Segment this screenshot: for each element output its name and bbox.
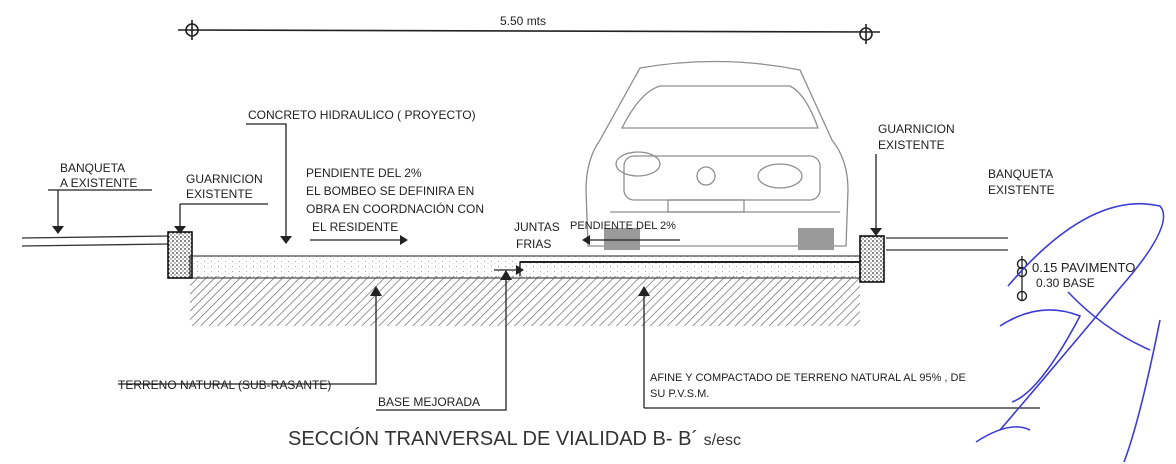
section-title: SECCIÓN TRANVERSAL DE VIALIDAD B- B´ s/e… bbox=[288, 428, 741, 451]
scale-note: s/esc bbox=[703, 432, 742, 449]
pendiente-right-label: PENDIENTE DEL 2% bbox=[570, 220, 676, 232]
pavimento-label: 0.15 PAVIMENTO bbox=[1032, 260, 1136, 275]
pendiente-left-line3: OBRA EN COORDNACIÓN CON bbox=[306, 202, 485, 216]
pendiente-left-line4: EL RESIDENTE bbox=[312, 220, 399, 234]
banqueta-left-label: BANQUETA bbox=[60, 161, 126, 175]
arrow-heads bbox=[52, 226, 882, 296]
guarnicion-right-label-2: EXISTENTE bbox=[878, 138, 945, 152]
guarnicion-left-label-2: EXISTENTE bbox=[186, 187, 253, 201]
car-sketch bbox=[585, 60, 849, 250]
banqueta-right-label: BANQUETA bbox=[988, 167, 1054, 181]
banqueta-left-label-2: A EXISTENTE bbox=[60, 176, 138, 190]
pendiente-left-line1: PENDIENTE DEL 2% bbox=[306, 166, 422, 180]
base-label: 0.30 BASE bbox=[1036, 276, 1095, 290]
section-title-main: SECCIÓN TRANVERSAL DE VIALIDAD B- B´ bbox=[288, 428, 699, 450]
terrain-hatch bbox=[190, 276, 860, 326]
ground-lines bbox=[21, 235, 1008, 251]
right-curb bbox=[859, 235, 885, 283]
juntas-label: JUNTAS bbox=[514, 220, 560, 234]
guarnicion-right-label: GUARNICION bbox=[878, 122, 955, 136]
base-mejorada-label: BASE MEJORADA bbox=[378, 395, 481, 409]
afine-label-line2: SU P.V.S.M. bbox=[650, 388, 710, 400]
frias-label: FRIAS bbox=[516, 237, 552, 251]
guarnicion-left-label: GUARNICION bbox=[186, 172, 263, 186]
concreto-label: CONCRETO HIDRAULICO ( PROYECTO) bbox=[248, 108, 476, 122]
dimension-line bbox=[177, 20, 881, 44]
pendiente-left-line2: EL BOMBEO SE DEFINIRA EN bbox=[306, 184, 475, 198]
left-curb bbox=[167, 231, 193, 279]
dimension-label: 5.50 mts bbox=[500, 14, 547, 28]
thickness-markers bbox=[1016, 258, 1028, 302]
signature-scribble bbox=[975, 202, 1165, 463]
terreno-label: TERRENO NATURAL (SUB-RASANTE) bbox=[118, 378, 332, 392]
leader-lines bbox=[48, 123, 1040, 411]
afine-label-line1: AFINE Y COMPACTADO DE TERRENO NATURAL AL… bbox=[650, 372, 966, 384]
banqueta-right-label-2: EXISTENTE bbox=[988, 183, 1055, 197]
pavement-slab bbox=[189, 255, 861, 279]
